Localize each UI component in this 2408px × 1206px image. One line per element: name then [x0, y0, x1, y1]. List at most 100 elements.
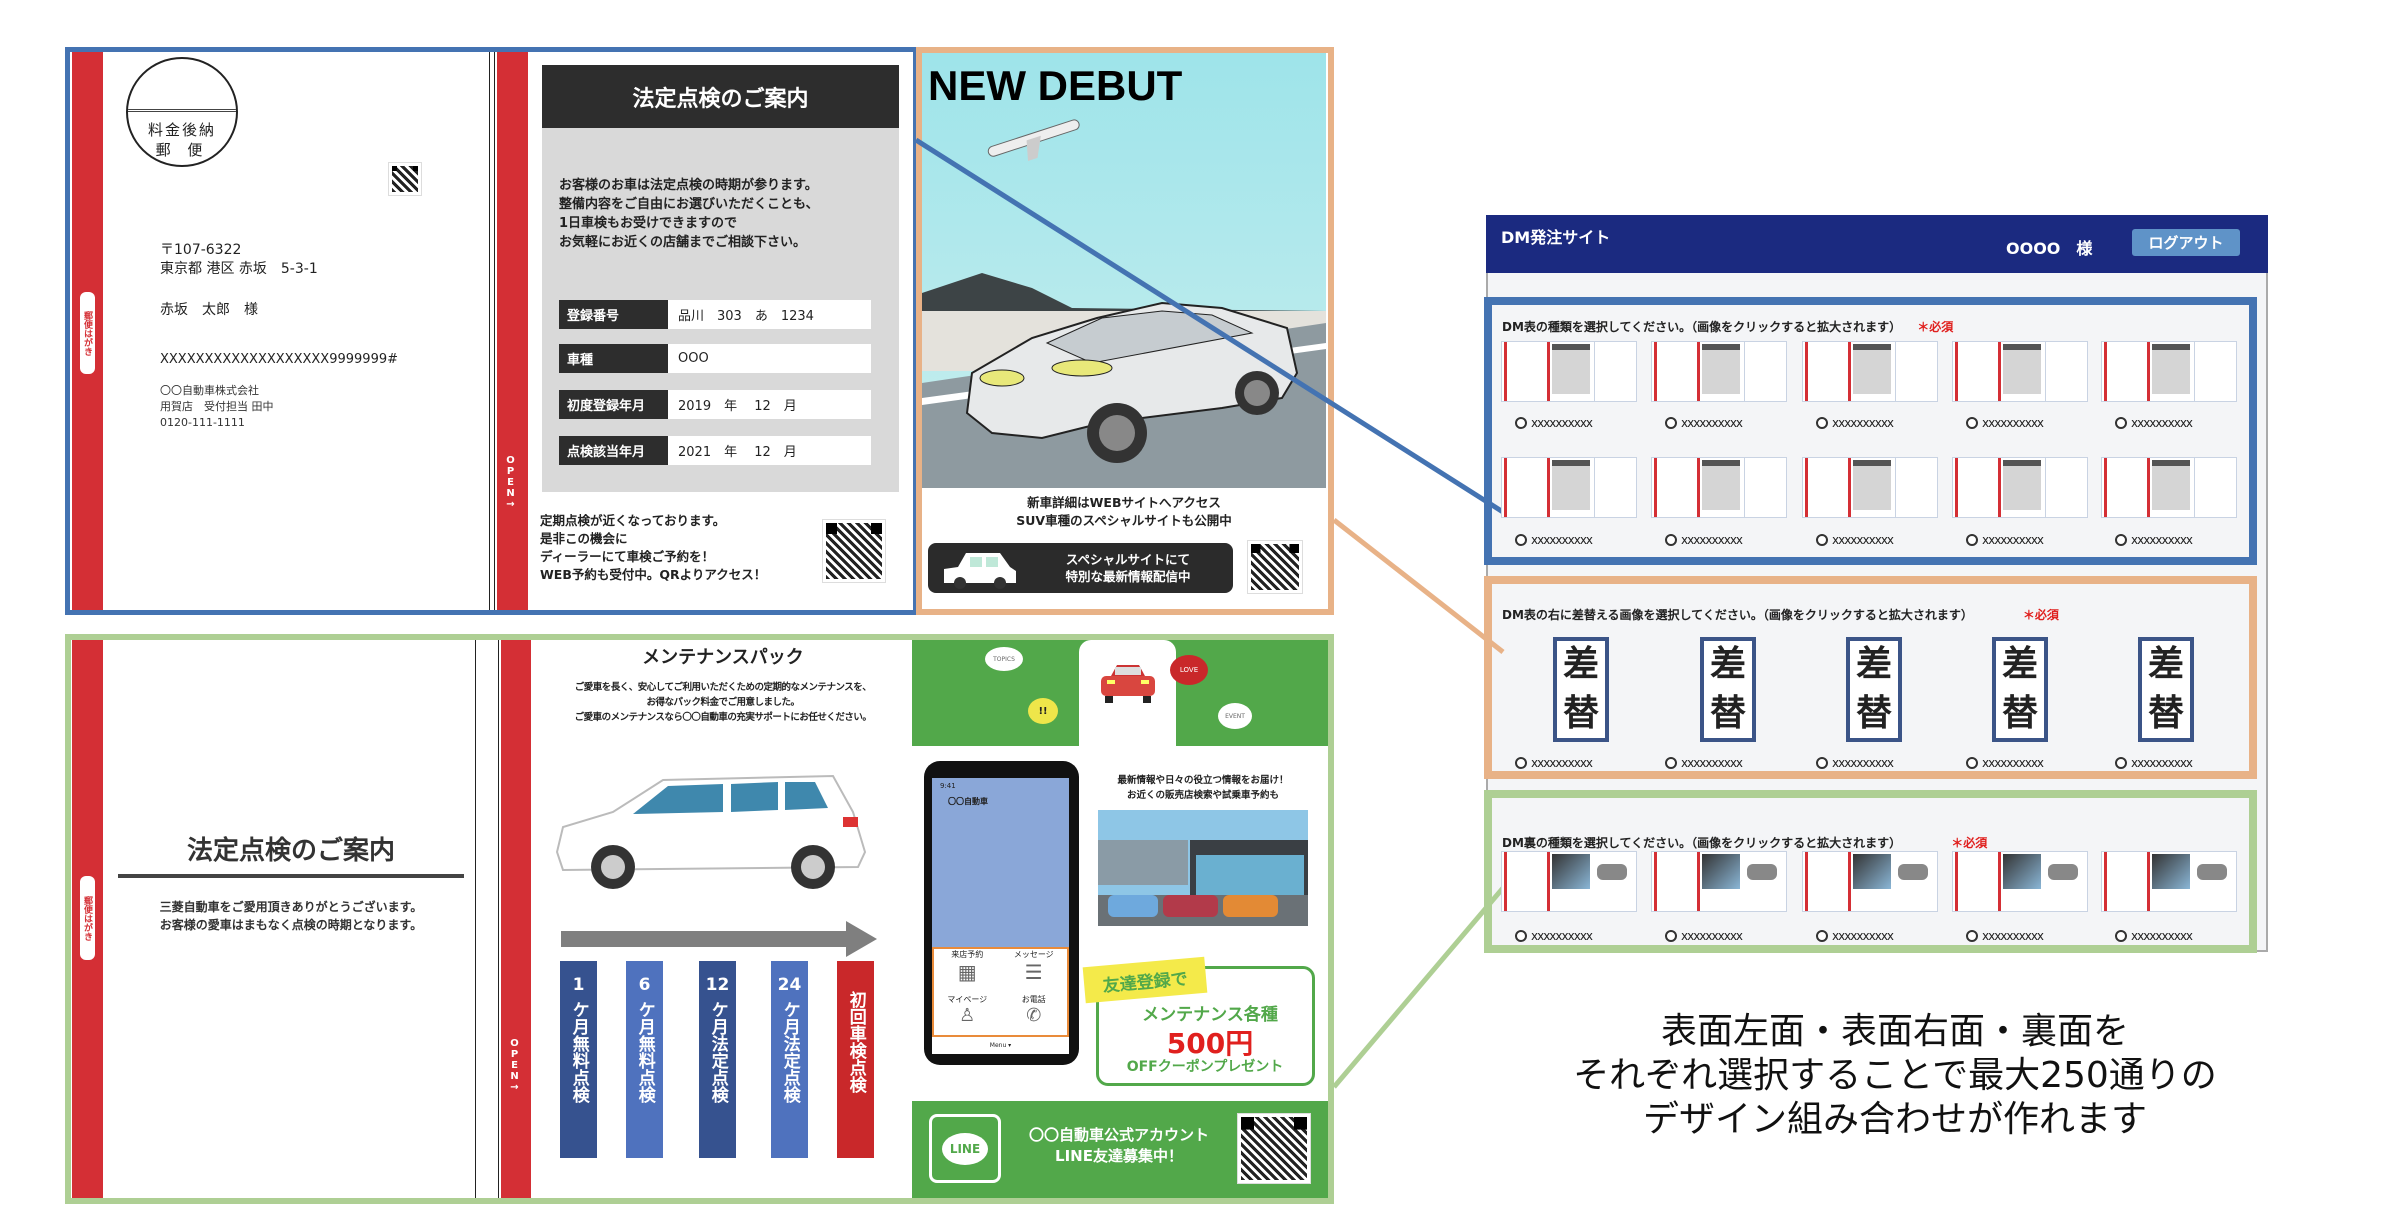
radio-option[interactable]: xxxxxxxxxx	[1515, 416, 1593, 430]
thumb-red-band	[1697, 458, 1700, 517]
radio-option[interactable]: xxxxxxxxxx	[2115, 756, 2193, 770]
radio-button[interactable]	[1515, 417, 1527, 429]
back-thumbnail[interactable]	[1501, 851, 1637, 912]
back-thumbnail[interactable]	[1952, 851, 2088, 912]
special-site-banner: スペシャルサイトにて 特別な最新情報配信中	[928, 543, 1233, 593]
radio-button[interactable]	[1665, 417, 1677, 429]
thumb-car-icon	[1747, 864, 1777, 880]
fold-line	[475, 640, 476, 1198]
radio-option[interactable]: xxxxxxxxxx	[1966, 533, 2044, 547]
logout-button[interactable]: ログアウト	[2132, 229, 2240, 256]
radio-option[interactable]: xxxxxxxxxx	[1665, 929, 1743, 943]
radio-button[interactable]	[1966, 417, 1978, 429]
radio-button[interactable]	[1515, 757, 1527, 769]
thumb-red-band	[1654, 852, 1657, 911]
coupon-line-1: メンテナンス各種	[1142, 1005, 1278, 1025]
timeline-arrow-icon	[561, 921, 877, 957]
radio-option[interactable]: xxxxxxxxxx	[1816, 929, 1894, 943]
radio-option[interactable]: xxxxxxxxxx	[1665, 756, 1743, 770]
radio-option[interactable]: xxxxxxxxxx	[1665, 533, 1743, 547]
phone-top-mockup	[1079, 640, 1176, 746]
back-thumbnail[interactable]	[2101, 851, 2237, 912]
radio-option[interactable]: xxxxxxxxxx	[1966, 416, 2044, 430]
thumb-red-band	[1955, 342, 1958, 401]
thumb-photo	[2152, 854, 2190, 889]
radio-button[interactable]	[2115, 930, 2127, 942]
radio-option[interactable]: xxxxxxxxxx	[1515, 533, 1593, 547]
radio-option[interactable]: xxxxxxxxxx	[1966, 929, 2044, 943]
front-thumbnail[interactable]	[1952, 457, 2088, 518]
swap-image-option[interactable]: 差替	[1846, 637, 1902, 742]
row-value: OOO	[668, 344, 871, 373]
footer-line: 定期点検が近くなっております。	[540, 513, 726, 528]
radio-button[interactable]	[1816, 534, 1828, 546]
radio-label: xxxxxxxxxx	[1982, 756, 2044, 770]
swap-image-option[interactable]: 差替	[2138, 637, 2194, 742]
radio-button[interactable]	[1665, 930, 1677, 942]
front-thumbnail[interactable]	[1501, 457, 1637, 518]
front-thumbnail[interactable]	[2101, 457, 2237, 518]
radio-button[interactable]	[1515, 534, 1527, 546]
thumb-red-band	[1654, 458, 1657, 517]
thumb-divider	[2194, 458, 2195, 517]
radio-option[interactable]: xxxxxxxxxx	[1515, 756, 1593, 770]
radio-button[interactable]	[1665, 757, 1677, 769]
front-thumbnail[interactable]	[1651, 341, 1787, 402]
hagaki-label: 郵便はがき	[80, 876, 95, 960]
front-thumbnail[interactable]	[1802, 457, 1938, 518]
thumb-divider	[2045, 342, 2046, 401]
step-number: 1	[572, 975, 585, 995]
thumb-red-band	[1848, 458, 1851, 517]
thumb-divider	[1744, 458, 1745, 517]
radio-option[interactable]: xxxxxxxxxx	[1665, 416, 1743, 430]
radio-button[interactable]	[1966, 534, 1978, 546]
radio-button[interactable]	[1665, 534, 1677, 546]
radio-button[interactable]	[2115, 534, 2127, 546]
thumb-car-icon	[2048, 864, 2078, 880]
radio-option[interactable]: xxxxxxxxxx	[1515, 929, 1593, 943]
info-line: 最新情報や日々の役立つ情報をお届け！	[1117, 775, 1289, 786]
open-label: OPEN→	[509, 1038, 520, 1093]
back-thumbnail[interactable]	[1802, 851, 1938, 912]
thumb-red-band	[2104, 342, 2107, 401]
front-thumbnail[interactable]	[2101, 341, 2237, 402]
swap-image-option[interactable]: 差替	[1700, 637, 1756, 742]
radio-label: xxxxxxxxxx	[1531, 756, 1593, 770]
radio-button[interactable]	[1816, 757, 1828, 769]
radio-button[interactable]	[1966, 930, 1978, 942]
swap-char: 替	[2147, 692, 2184, 734]
footer-line: WEB予約も受付中。QRよりアクセス！	[540, 567, 767, 582]
qr-code	[1237, 1113, 1311, 1184]
phone-time: 9:41	[940, 782, 956, 790]
postal-mark-text-1: 料金後納	[147, 121, 216, 139]
radio-option[interactable]: xxxxxxxxxx	[2115, 416, 2193, 430]
radio-button[interactable]	[2115, 417, 2127, 429]
swap-image-option[interactable]: 差替	[1992, 637, 2048, 742]
radio-button[interactable]	[1966, 757, 1978, 769]
radio-button[interactable]	[2115, 757, 2127, 769]
back-thumbnail[interactable]	[1651, 851, 1787, 912]
section-title: DM表の種類を選択してください。（画像をクリックすると拡大されます）	[1502, 320, 1902, 334]
front-thumbnail[interactable]	[1651, 457, 1787, 518]
radio-option[interactable]: xxxxxxxxxx	[1816, 416, 1894, 430]
front-thumbnail[interactable]	[1501, 341, 1637, 402]
fold-line	[489, 52, 495, 610]
radio-option[interactable]: xxxxxxxxxx	[2115, 533, 2193, 547]
thumb-gray-panel	[1853, 460, 1891, 510]
radio-button[interactable]	[1816, 930, 1828, 942]
thumb-car-icon	[1898, 864, 1928, 880]
radio-option[interactable]: xxxxxxxxxx	[1816, 533, 1894, 547]
radio-option[interactable]: xxxxxxxxxx	[1816, 756, 1894, 770]
radio-option[interactable]: xxxxxxxxxx	[2115, 929, 2193, 943]
calendar-icon: ▦	[957, 960, 977, 984]
radio-button[interactable]	[1816, 417, 1828, 429]
menu-item-mypage: マイページ♙	[934, 994, 1001, 1036]
radio-option[interactable]: xxxxxxxxxx	[1966, 756, 2044, 770]
front-thumbnail[interactable]	[1952, 341, 2088, 402]
front-thumbnail[interactable]	[1802, 341, 1938, 402]
swap-image-option[interactable]: 差替	[1553, 637, 1609, 742]
postal-code: 〒107-6322	[160, 242, 242, 258]
line-logo-box: LINE	[929, 1114, 1001, 1183]
radio-button[interactable]	[1515, 930, 1527, 942]
hagaki-label: 郵便はがき	[80, 292, 95, 374]
